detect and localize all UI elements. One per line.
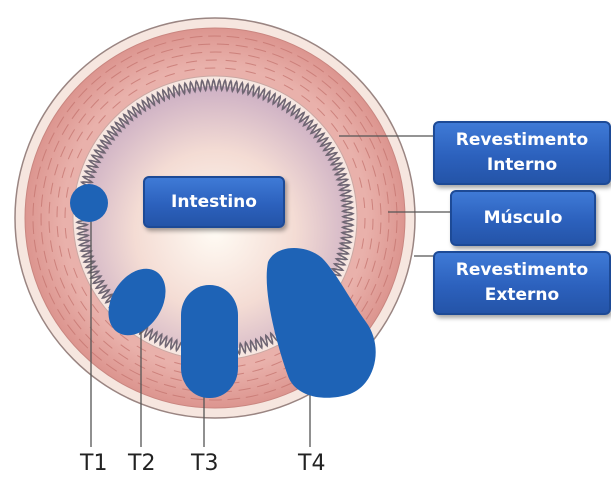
outer-lining-label: Revestimento Externo xyxy=(433,251,611,315)
inner-lining-line1: Revestimento xyxy=(435,128,609,153)
stage-label-t2: T2 xyxy=(128,451,155,476)
muscle-fiber xyxy=(33,203,34,216)
intestine-label-text: Intestino xyxy=(145,190,283,215)
muscle-label-text: Músculo xyxy=(452,206,594,231)
stage-label-t1: T1 xyxy=(80,451,107,476)
stage-label-t3: T3 xyxy=(191,451,218,476)
inner-lining-line2: Interno xyxy=(435,153,609,178)
outer-lining-line1: Revestimento xyxy=(435,258,609,283)
muscle-label: Músculo xyxy=(450,190,596,246)
inner-lining-label: Revestimento Interno xyxy=(433,121,611,185)
tumor-t3 xyxy=(181,285,238,398)
stage-label-t4: T4 xyxy=(298,451,325,476)
intestine-label: Intestino xyxy=(143,176,285,228)
muscle-fiber xyxy=(217,44,229,45)
outer-lining-line2: Externo xyxy=(435,283,609,308)
muscle-fiber xyxy=(396,220,397,233)
tumor-t1 xyxy=(70,184,108,222)
